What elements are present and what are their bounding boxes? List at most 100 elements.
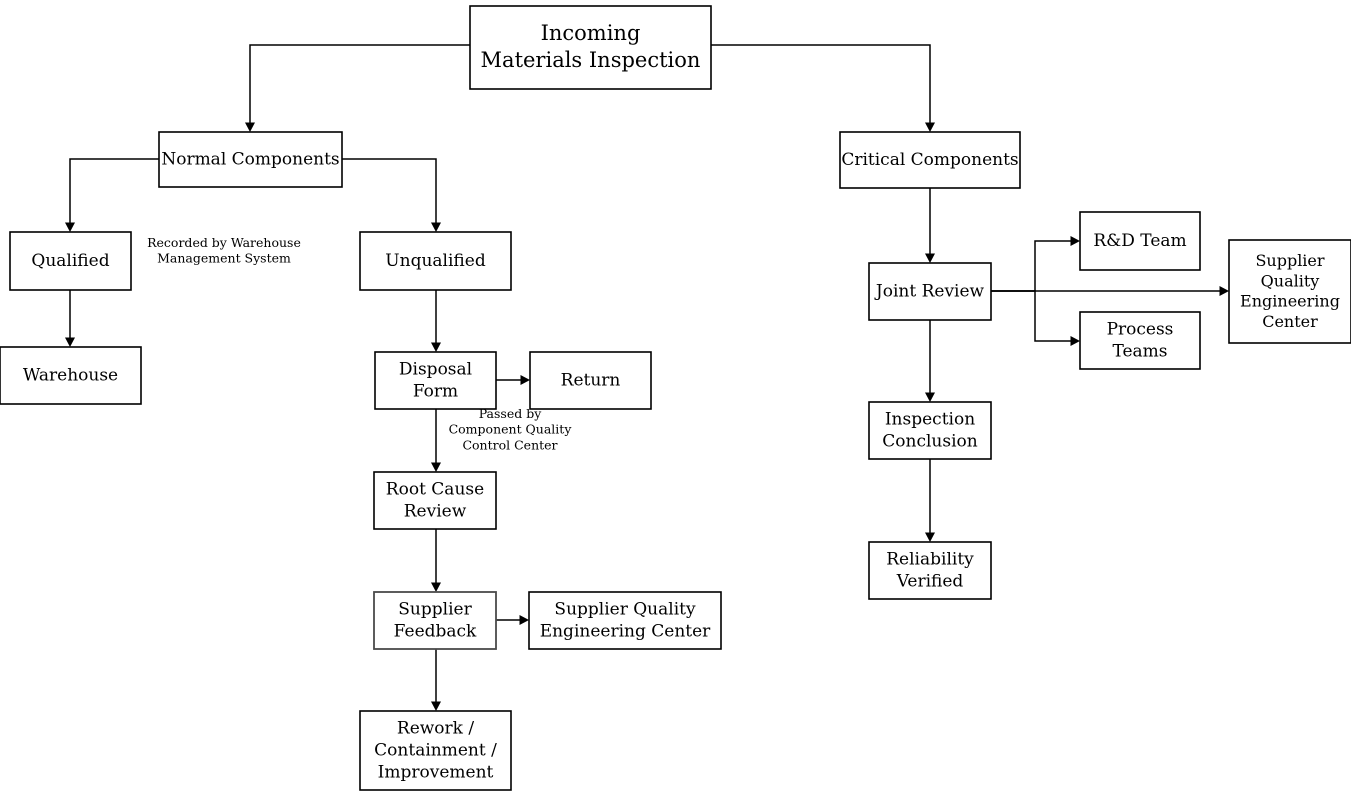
edge-label-line: Management System: [157, 251, 291, 266]
node-label-line: Unqualified: [385, 251, 486, 271]
node-box[interactable]: [839, 131, 1021, 189]
node-label-line: Feedback: [394, 621, 477, 641]
arrow-head-icon: [1070, 336, 1080, 346]
node-qualified[interactable]: Qualified: [9, 231, 132, 291]
edge-path: [342, 158, 437, 224]
node-label: Rework /Containment /Improvement: [374, 718, 497, 782]
edge-label-line: Recorded by Warehouse: [147, 235, 301, 250]
node-box[interactable]: [868, 541, 992, 600]
arrow-head-icon: [519, 615, 529, 625]
node-warehouse[interactable]: Warehouse: [0, 346, 142, 405]
edge-path: [69, 158, 159, 224]
node-box[interactable]: [1079, 311, 1201, 370]
node-box[interactable]: [374, 351, 497, 410]
node-label-line: Supplier: [398, 599, 472, 619]
edge-label-line: Control Center: [462, 437, 557, 452]
node-box[interactable]: [1079, 211, 1201, 271]
edge-jointreview-to-inspection: [925, 320, 935, 402]
node-label-line: Engineering: [1240, 291, 1340, 310]
node-box[interactable]: [0, 346, 142, 405]
node-return[interactable]: Return: [529, 351, 652, 410]
node-label-line: Supplier: [1255, 250, 1324, 269]
arrow-head-icon: [1219, 286, 1229, 296]
node-label: Joint Review: [874, 281, 985, 301]
arrow-head-icon: [520, 375, 530, 385]
node-label-line: Engineering Center: [540, 621, 711, 641]
edge-rootcause-to-supplierfeedback: [431, 529, 441, 592]
node-box[interactable]: [373, 471, 497, 530]
node-label-line: Quality: [1261, 271, 1320, 290]
edges-layer: [65, 44, 1229, 711]
edge-label-line: Passed by: [479, 406, 543, 421]
node-joint_review[interactable]: Joint Review: [868, 262, 992, 321]
arrow-head-icon: [65, 337, 75, 347]
arrow-head-icon: [925, 122, 935, 132]
node-box[interactable]: [868, 262, 992, 321]
edge-label-line: Component Quality: [449, 422, 573, 437]
edge-inspection-to-reliability: [925, 459, 935, 542]
arrow-head-icon: [431, 701, 441, 711]
node-box[interactable]: [9, 231, 132, 291]
node-box[interactable]: [469, 5, 712, 90]
edge-normal-to-qualified: [65, 158, 159, 232]
node-label-line: Process: [1107, 319, 1174, 339]
node-box[interactable]: [359, 231, 512, 291]
node-label-line: Center: [1262, 312, 1318, 331]
edge-disposal-to-return: [496, 375, 530, 385]
node-critical_components[interactable]: Critical Components: [839, 131, 1021, 189]
node-rework[interactable]: Rework /Containment /Improvement: [359, 710, 512, 791]
node-label-line: R&D Team: [1093, 231, 1186, 251]
node-label: Unqualified: [385, 251, 486, 271]
node-label-line: Conclusion: [882, 431, 977, 451]
edge-jointreview-to-sqec: [991, 286, 1229, 296]
node-box[interactable]: [528, 591, 722, 650]
node-box[interactable]: [529, 351, 652, 410]
edge-normal-to-unqualified: [342, 158, 441, 232]
node-box[interactable]: [868, 401, 992, 460]
edge-jointreview-to-rd: [991, 236, 1080, 292]
node-label-line: Rework /: [397, 718, 474, 738]
edge-incoming-to-critical: [711, 44, 935, 132]
arrow-head-icon: [1070, 236, 1080, 246]
edge-path: [991, 290, 1072, 342]
edge-critical-to-jointreview: [925, 188, 935, 263]
node-label: Warehouse: [23, 365, 118, 385]
arrow-head-icon: [431, 462, 441, 472]
arrow-head-icon: [925, 253, 935, 263]
edge-path: [249, 44, 470, 124]
node-label: Return: [561, 370, 621, 390]
node-unqualified[interactable]: Unqualified: [359, 231, 512, 291]
arrow-head-icon: [431, 582, 441, 592]
node-normal_components[interactable]: Normal Components: [158, 131, 343, 188]
arrow-head-icon: [431, 222, 441, 232]
node-label-line: Warehouse: [23, 365, 118, 385]
node-rd_team[interactable]: R&D Team: [1079, 211, 1201, 271]
arrow-head-icon: [65, 222, 75, 232]
node-box[interactable]: [1228, 239, 1351, 344]
arrow-head-icon: [431, 342, 441, 352]
node-label-line: Return: [561, 370, 621, 390]
edge-qualified-to-warehouse: [65, 290, 75, 347]
node-box[interactable]: [158, 131, 343, 188]
node-box[interactable]: [373, 591, 497, 650]
node-label: Critical Components: [841, 150, 1018, 170]
node-box[interactable]: [359, 710, 512, 791]
arrow-head-icon: [245, 122, 255, 132]
